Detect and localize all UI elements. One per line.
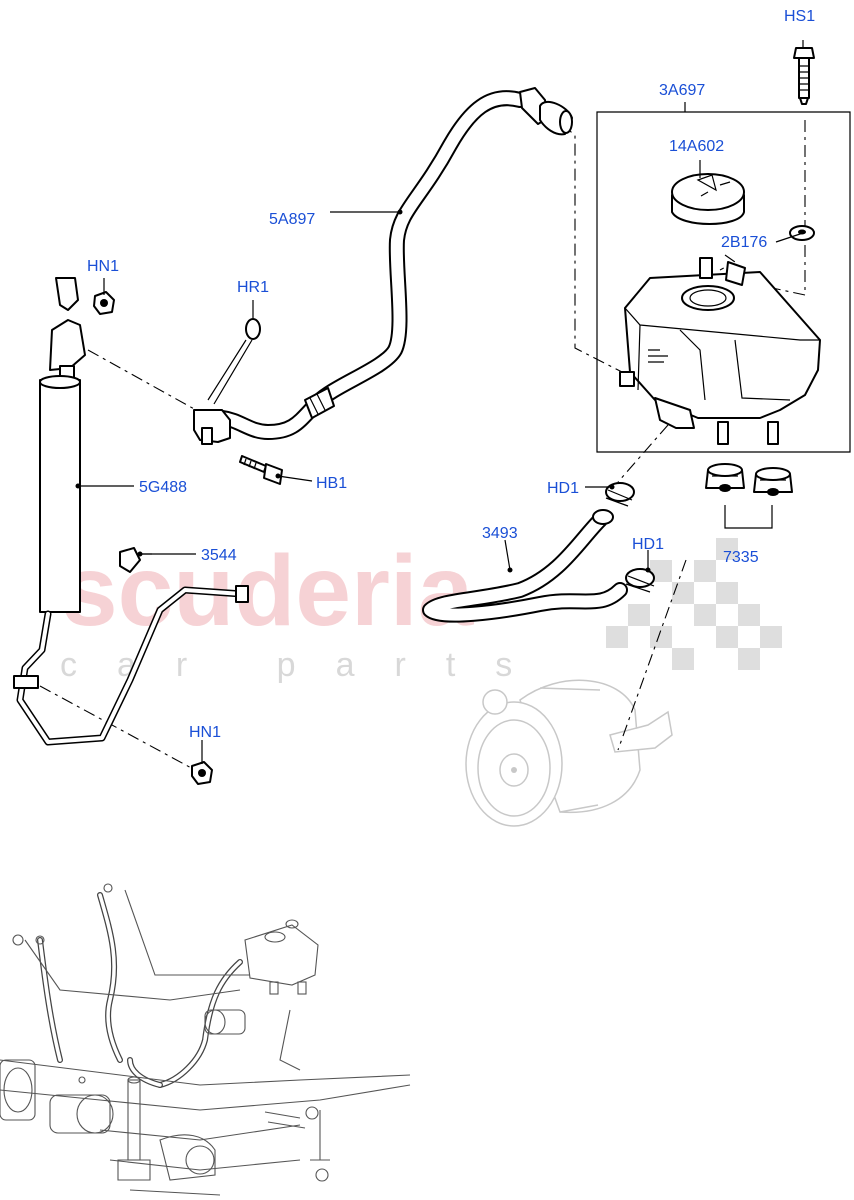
hose-3493 — [422, 509, 628, 623]
nut-hn1-bottom — [191, 761, 213, 785]
label-3493[interactable]: 3493 — [482, 525, 518, 542]
label-2b176[interactable]: 2B176 — [721, 234, 767, 251]
line-5g488 — [13, 277, 249, 746]
watermark: scuderia car parts — [60, 535, 782, 684]
bolt-hs1 — [793, 47, 815, 105]
reservoir-cap — [671, 173, 745, 225]
label-3a697[interactable]: 3A697 — [659, 82, 705, 99]
leader-lines — [75, 40, 804, 764]
pump-ghost — [465, 679, 673, 827]
label-hn1-bottom[interactable]: HN1 — [189, 724, 221, 741]
reservoir-callout-bracket — [596, 111, 851, 453]
callout-bracket-7335 — [724, 505, 773, 529]
hose-clamp-top — [519, 87, 573, 136]
label-hr1[interactable]: HR1 — [237, 279, 269, 296]
label-hd1-upper[interactable]: HD1 — [547, 480, 579, 497]
label-5a897[interactable]: 5A897 — [269, 211, 315, 228]
label-14a602[interactable]: 14A602 — [669, 138, 724, 155]
label-5g488[interactable]: 5G488 — [139, 479, 187, 496]
mount-7335-left — [705, 463, 745, 492]
reservoir — [619, 257, 821, 445]
part-labels: HS1 3A697 14A602 2B176 5A897 HN1 HR1 HB1… — [87, 8, 815, 741]
hose-clamp-hd1-lower — [625, 568, 655, 593]
overview-assembly — [0, 883, 411, 1196]
label-hs1[interactable]: HS1 — [784, 8, 815, 25]
hose-5a897 — [193, 90, 528, 445]
bolt-hb1 — [239, 455, 283, 485]
label-3544[interactable]: 3544 — [201, 547, 237, 564]
o-ring-hr1 — [207, 318, 261, 405]
nut-hn1-top — [93, 291, 115, 315]
label-hb1[interactable]: HB1 — [316, 475, 347, 492]
label-hd1-lower[interactable]: HD1 — [632, 536, 664, 553]
label-7335[interactable]: 7335 — [723, 549, 759, 566]
mount-7335-right — [753, 467, 793, 496]
watermark-checker — [606, 538, 782, 670]
label-hn1-top[interactable]: HN1 — [87, 258, 119, 275]
